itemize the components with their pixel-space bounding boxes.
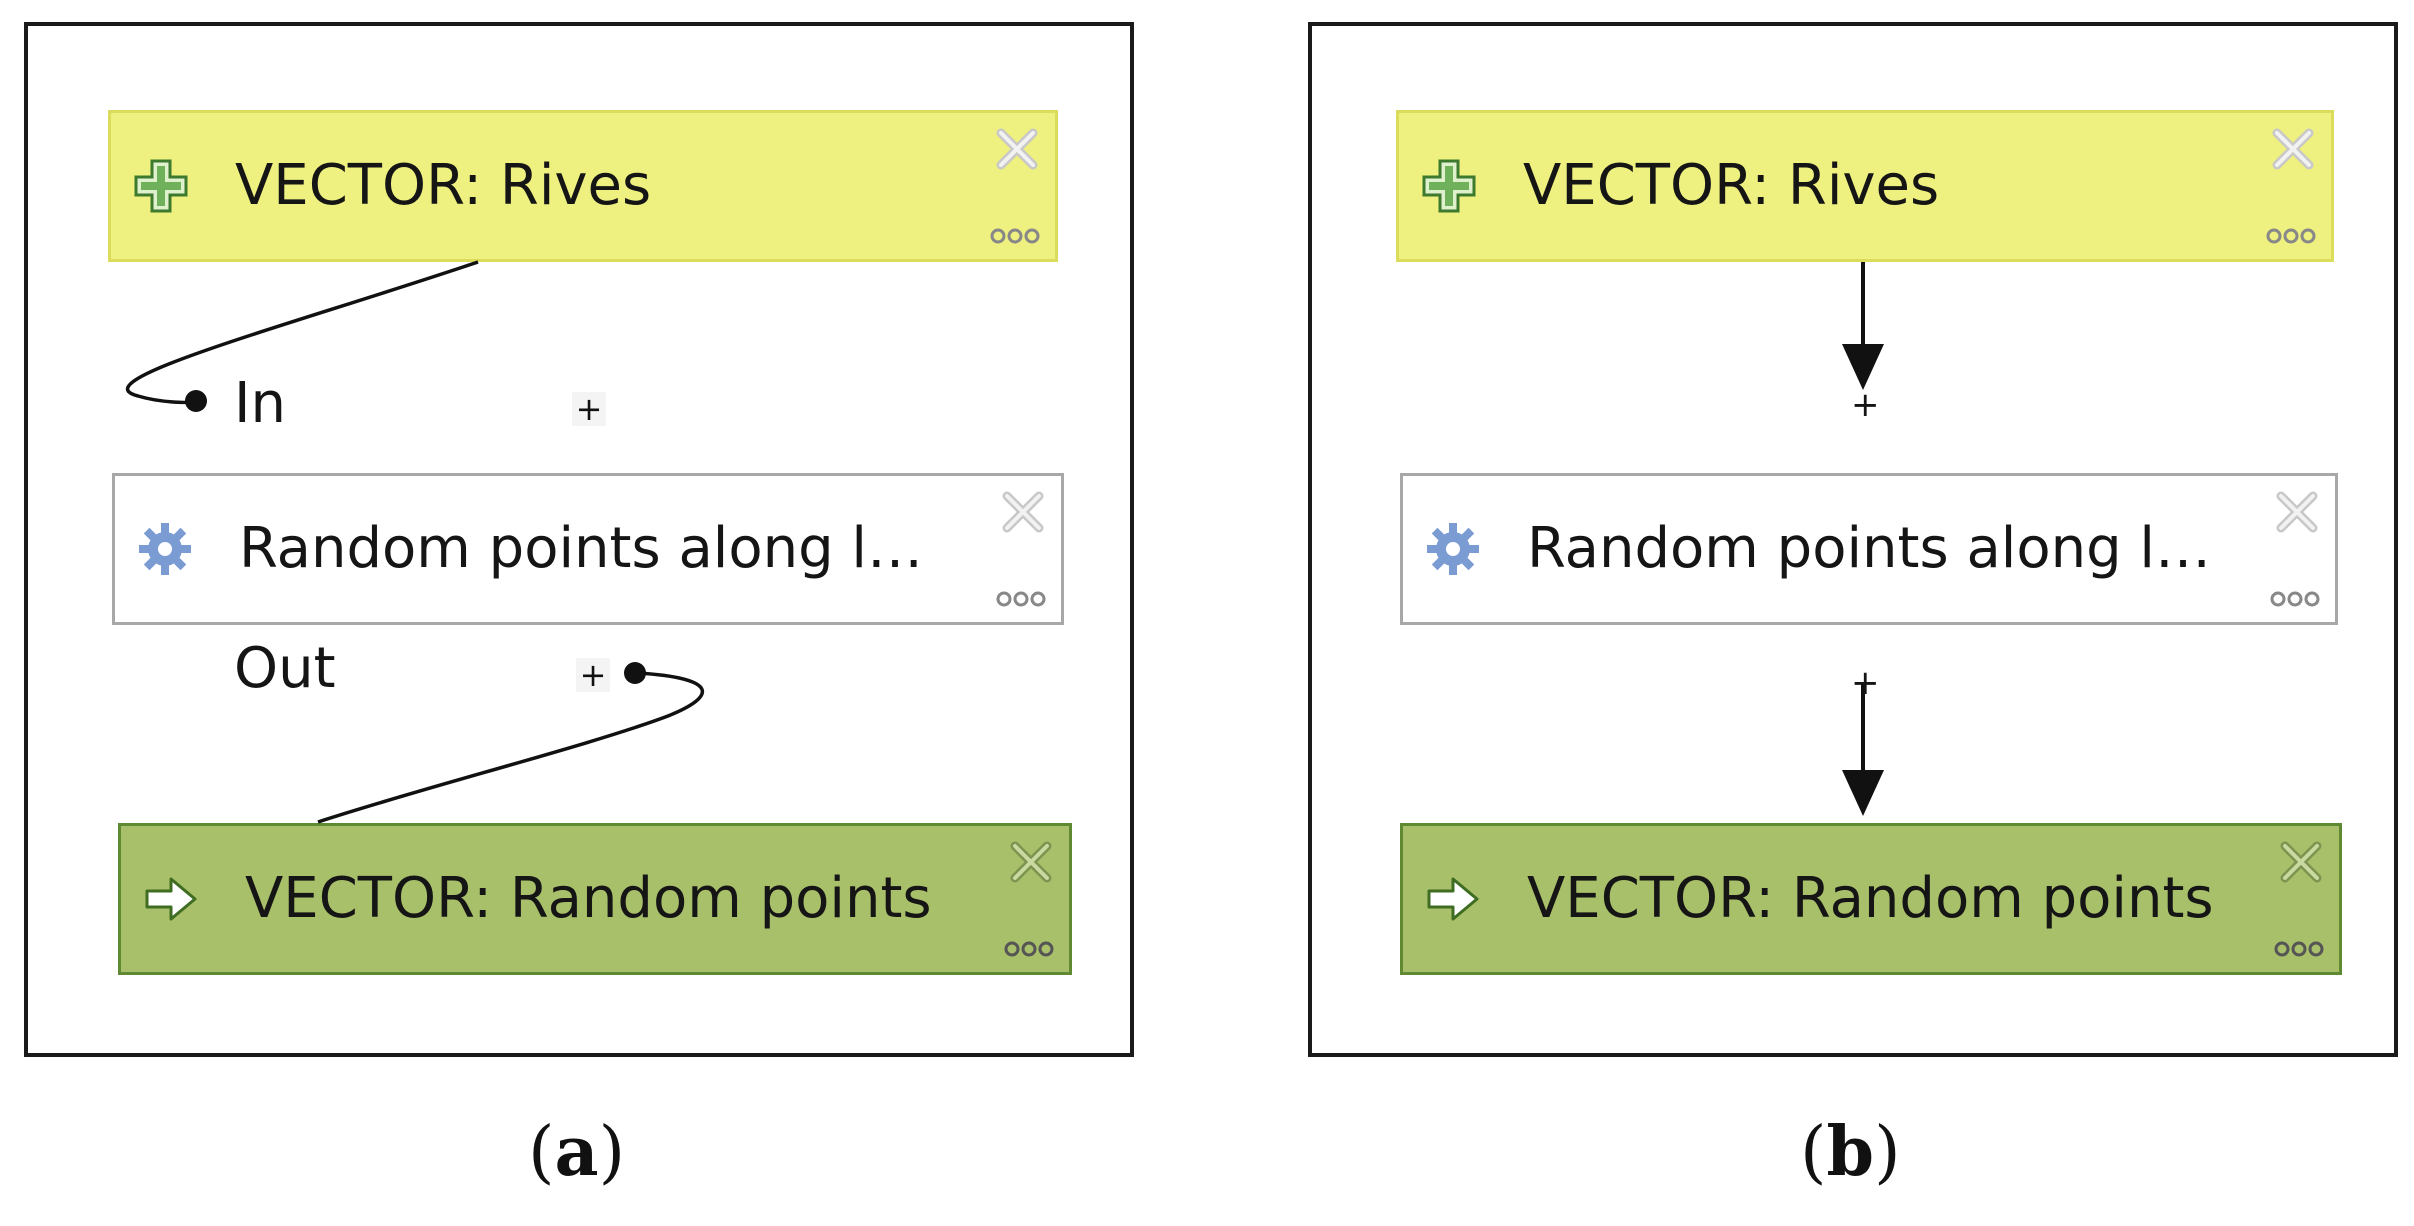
in-port-dot bbox=[185, 390, 207, 412]
arrowhead-input-to-algo bbox=[1842, 344, 1884, 390]
more-dots-icon[interactable] bbox=[2269, 590, 2321, 608]
add-output-plus-marker[interactable]: + bbox=[1851, 663, 1880, 703]
close-icon[interactable] bbox=[1007, 838, 1055, 886]
panel-b: VECTOR: Rives Random points along l… bbox=[1308, 22, 2398, 1057]
more-dots-icon[interactable] bbox=[2273, 940, 2325, 958]
algorithm-node[interactable]: Random points along l… bbox=[1400, 473, 2338, 625]
close-icon[interactable] bbox=[993, 125, 1041, 173]
out-port-dot bbox=[624, 662, 646, 684]
caption-a: (a) bbox=[528, 1112, 626, 1192]
more-dots-icon[interactable] bbox=[1003, 940, 1055, 958]
plus-cross-icon bbox=[134, 159, 188, 213]
wire-input-to-in bbox=[126, 260, 479, 405]
arrow-right-icon bbox=[145, 877, 197, 921]
input-node-rives[interactable]: VECTOR: Rives bbox=[1396, 110, 2334, 262]
gear-icon bbox=[1427, 523, 1479, 575]
plus-cross-icon bbox=[1422, 159, 1476, 213]
output-node-random-points[interactable]: VECTOR: Random points bbox=[1400, 823, 2342, 975]
arrow-right-icon bbox=[1427, 877, 1479, 921]
input-node-label: VECTOR: Rives bbox=[1523, 153, 1940, 218]
panel-a: VECTOR: Rives Random points along l… bbox=[24, 22, 1134, 1057]
close-icon[interactable] bbox=[2273, 488, 2321, 536]
algorithm-node[interactable]: Random points along l… bbox=[112, 473, 1064, 625]
caption-b: (b) bbox=[1800, 1112, 1901, 1192]
more-dots-icon[interactable] bbox=[989, 227, 1041, 245]
input-node-rives[interactable]: VECTOR: Rives bbox=[108, 110, 1058, 262]
more-dots-icon[interactable] bbox=[2265, 227, 2317, 245]
wire-out-to-output bbox=[317, 671, 705, 824]
close-icon[interactable] bbox=[999, 488, 1047, 536]
output-node-label: VECTOR: Random points bbox=[245, 866, 932, 931]
algorithm-node-label: Random points along l… bbox=[1527, 516, 2211, 581]
input-node-label: VECTOR: Rives bbox=[235, 153, 652, 218]
add-input-plus-marker[interactable]: + bbox=[1851, 385, 1880, 425]
add-input-plus-button[interactable]: + bbox=[572, 392, 606, 426]
output-node-label: VECTOR: Random points bbox=[1527, 866, 2214, 931]
add-output-plus-button[interactable]: + bbox=[576, 658, 610, 692]
algorithm-node-label: Random points along l… bbox=[239, 516, 923, 581]
arrowhead-algo-to-output bbox=[1842, 770, 1884, 816]
output-node-random-points[interactable]: VECTOR: Random points bbox=[118, 823, 1072, 975]
out-port-label: Out bbox=[234, 636, 336, 701]
close-icon[interactable] bbox=[2269, 125, 2317, 173]
in-port-label: In bbox=[234, 371, 287, 436]
gear-icon bbox=[139, 523, 191, 575]
close-icon[interactable] bbox=[2277, 838, 2325, 886]
more-dots-icon[interactable] bbox=[995, 590, 1047, 608]
